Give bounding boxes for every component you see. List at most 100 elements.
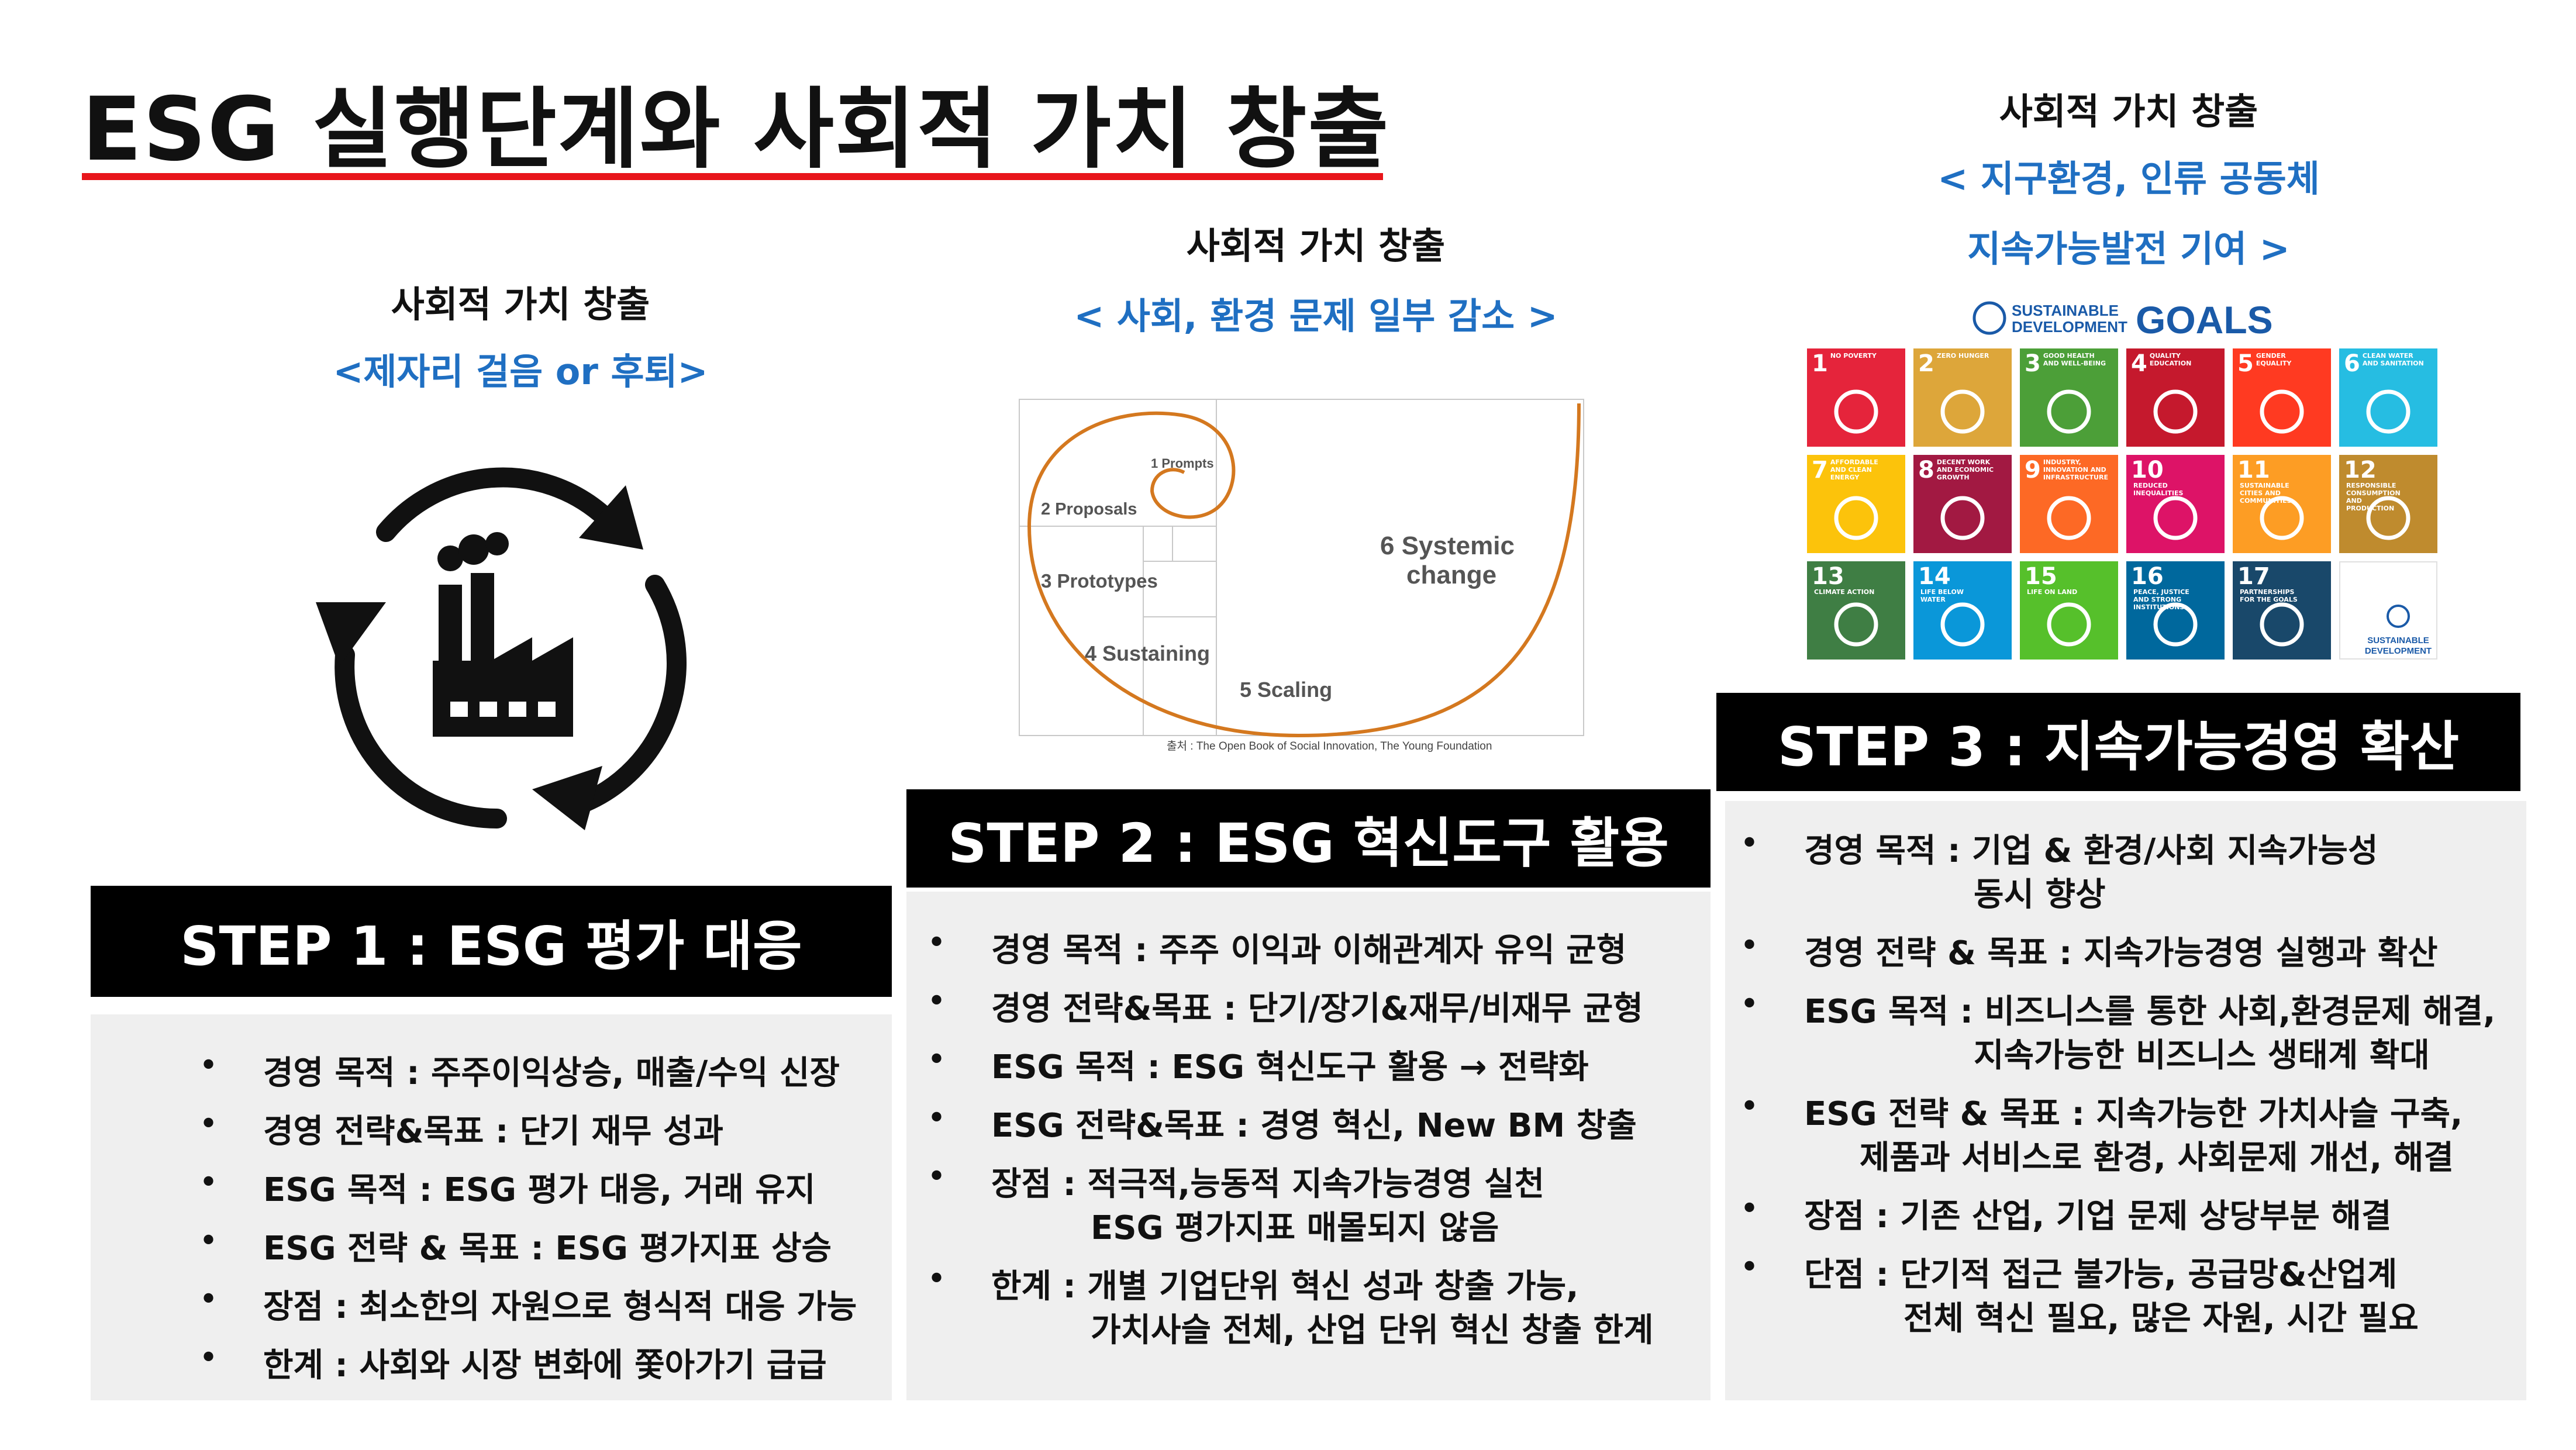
sdg-goal-icon — [2047, 389, 2091, 434]
diagram-source: 출처 : The Open Book of Social Innovation,… — [1167, 740, 1492, 752]
page-title: ESG 실행단계와 사회적 가치 창출 — [82, 79, 1390, 181]
step3-header: STEP 3 : 지속가능경영 확산 — [1716, 693, 2520, 791]
sdg-label: GENDER EQUALITY — [2256, 352, 2292, 367]
bullet-text: 경영 목적 : 주주이익상승, 매출/수익 신장 — [263, 1054, 840, 1092]
stage-proposals-label: 2 Proposals — [1041, 500, 1137, 519]
sdg-number: 10 — [2131, 457, 2164, 484]
step2-details: 경영 목적 : 주주 이익과 이해관계자 유익 균형경영 전략&목표 : 단기/… — [906, 892, 1711, 1400]
col1-caption-sub: <제자리 걸음 or 후퇴> — [333, 350, 708, 393]
sdg-goal-icon — [2366, 496, 2411, 540]
bullet-text: 경영 전략&목표 : 단기 재무 성과 — [263, 1113, 723, 1151]
bullet-text: 경영 전략 & 목표 : 지속가능경영 실행과 확산 — [1804, 934, 2438, 972]
bullet-text: 단점 : 단기적 접근 불가능, 공급망&산업계 — [1804, 1256, 2398, 1294]
sdg-tile: 16PEACE, JUSTICE AND STRONG INSTITUTIONS — [2126, 561, 2225, 660]
bullet-text: 한계 : 사회와 시장 변화에 쫓아가기 급급 — [263, 1347, 827, 1385]
sdg-label: INDUSTRY, INNOVATION AND INFRASTRUCTURE — [2043, 458, 2108, 481]
bullet-item: 한계 : 개별 기업단위 혁신 성과 창출 가능,가치사슬 전체, 산업 단위 … — [927, 1260, 1711, 1349]
bullet-text: 경영 전략&목표 : 단기/장기&재무/비재무 균형 — [991, 990, 1643, 1028]
bullet-text: 장점 : 기존 산업, 기업 문제 상당부분 해결 — [1804, 1197, 2392, 1235]
sdg-tile: 12RESPONSIBLE CONSUMPTION AND PRODUCTION — [2339, 455, 2437, 553]
sdg-tile: 14LIFE BELOW WATER — [1913, 561, 2012, 660]
bullet-item: 경영 목적 : 주주이익상승, 매출/수익 신장 — [199, 1047, 892, 1092]
bullet-item: 경영 전략&목표 : 단기/장기&재무/비재무 균형 — [927, 982, 1711, 1028]
sdg-goal-icon — [1834, 496, 1878, 540]
sdg-header-goals: GOALS — [2136, 298, 2273, 339]
sdg-header-line2: DEVELOPMENT — [2012, 318, 2127, 336]
bullet-item: 장점 : 최소한의 자원으로 형식적 대응 가능 — [199, 1280, 892, 1326]
bullet-item: 한계 : 사회와 시장 변화에 쫓아가기 급급 — [199, 1339, 892, 1385]
factory-cycle-icon — [298, 462, 708, 848]
sdg-label: PARTNERSHIPS FOR THE GOALS — [2240, 588, 2298, 603]
sdg-number: 14 — [1918, 563, 1951, 590]
sdg-goal-icon — [1940, 602, 1985, 647]
sdg-goal-icon — [2260, 602, 2304, 647]
bullet-text: 경영 목적 : 주주 이익과 이해관계자 유익 균형 — [991, 931, 1627, 969]
bullet-item: 경영 목적 : 주주 이익과 이해관계자 유익 균형 — [927, 924, 1711, 969]
sdg-number: 13 — [1812, 563, 1844, 590]
bullet-item: 경영 전략&목표 : 단기 재무 성과 — [199, 1105, 892, 1151]
stage-prototypes-label: 3 Prototypes — [1041, 570, 1158, 592]
sdg-number: 3 — [2025, 350, 2041, 377]
bullet-text: ESG 목적 : ESG 평가 대응, 거래 유지 — [263, 1171, 816, 1209]
bullet-item: ESG 전략&목표 : 경영 혁신, New BM 창출 — [927, 1099, 1711, 1145]
sdg-label: AFFORDABLE AND CLEAN ENERGY — [1830, 458, 1878, 481]
step1-bullet-list: 경영 목적 : 주주이익상승, 매출/수익 신장경영 전략&목표 : 단기 재무… — [199, 1047, 892, 1385]
sdg-header-line1: SUSTAINABLE — [2012, 302, 2119, 319]
col3-caption: 사회적 가치 창출 — [1999, 90, 2258, 133]
bullet-item: ESG 전략 & 목표 : ESG 평가지표 상승 — [199, 1222, 892, 1268]
stage-scaling-label: 5 Scaling — [1240, 678, 1332, 702]
bullet-text: ESG 전략 & 목표 : ESG 평가지표 상승 — [263, 1230, 832, 1268]
sdg-tile: 17PARTNERSHIPS FOR THE GOALS — [2233, 561, 2331, 660]
sdg-goal-icon — [1940, 389, 1985, 434]
sdg-label: CLEAN WATER AND SANITATION — [2362, 352, 2424, 367]
sdg-number: 5 — [2237, 350, 2254, 377]
bullet-item: 경영 전략 & 목표 : 지속가능경영 실행과 확산 — [1740, 927, 2526, 972]
bullet-continuation: ESG 평가지표 매몰되지 않음 — [1091, 1209, 1499, 1247]
sdg-goal-icon — [1940, 496, 1985, 540]
bullet-text: 경영 목적 : 기업 & 환경/사회 지속가능성 — [1804, 832, 2378, 870]
col2-caption: 사회적 가치 창출 — [1186, 225, 1446, 267]
col3-caption-sub-line1: < 지구환경, 인류 공동체 — [1937, 157, 2320, 200]
svg-text:SUSTAINABLE: SUSTAINABLE — [2367, 636, 2429, 645]
sdg-label: ZERO HUNGER — [1936, 352, 1989, 360]
sdg-number: 11 — [2237, 457, 2270, 484]
sdg-goal-icon — [2366, 389, 2411, 434]
sdg-label: DECENT WORK AND ECONOMIC GROWTH — [1936, 458, 1994, 481]
sdg-label: PEACE, JUSTICE AND STRONG INSTITUTIONS — [2133, 588, 2189, 611]
sdg-goal-icon — [2153, 602, 2198, 647]
bullet-item: 장점 : 기존 산업, 기업 문제 상당부분 해결 — [1740, 1190, 2526, 1235]
sdg-logo-header: SUSTAINABLE DEVELOPMENT GOALS — [1971, 298, 2275, 341]
sdg-goal-icon — [2047, 496, 2091, 540]
sdg-number: 15 — [2025, 563, 2057, 590]
sdg-number: 12 — [2344, 457, 2377, 484]
sdg-goal-icon — [1834, 602, 1878, 647]
bullet-text: ESG 전략 & 목표 : 지속가능한 가치사슬 구축, — [1804, 1095, 2463, 1133]
sdg-label: SUSTAINABLE CITIES AND COMMUNITIES — [2240, 482, 2292, 505]
sdg-goal-icon — [2153, 389, 2198, 434]
sdg-goal-icon — [1834, 389, 1878, 434]
bullet-item: ESG 전략 & 목표 : 지속가능한 가치사슬 구축,제품과 서비스로 환경,… — [1740, 1088, 2526, 1177]
step2-header: STEP 2 : ESG 혁신도구 활용 — [906, 789, 1711, 888]
stage-systemic-label: 6 Systemic — [1380, 531, 1515, 560]
sdg-number: 2 — [1918, 350, 1934, 377]
sdg-goal-icon — [2153, 496, 2198, 540]
sdg-goal-icon — [2260, 496, 2304, 540]
stage-sustaining-label: 4 Sustaining — [1085, 641, 1210, 665]
bullet-text: 장점 : 최소한의 자원으로 형식적 대응 가능 — [263, 1288, 857, 1326]
bullet-item: ESG 목적 : 비즈니스를 통한 사회,환경문제 해결,지속가능한 비즈니스 … — [1740, 985, 2526, 1075]
bullet-continuation: 지속가능한 비즈니스 생태계 확대 — [1974, 1037, 2430, 1075]
title-underline — [82, 173, 1383, 180]
sdg-number: 7 — [1812, 457, 1828, 484]
sdg-label: QUALITY EDUCATION — [2149, 352, 2192, 367]
stage-prompts-label: 1 Prompts — [1151, 456, 1214, 471]
sdg-label: LIFE ON LAND — [2027, 588, 2078, 596]
